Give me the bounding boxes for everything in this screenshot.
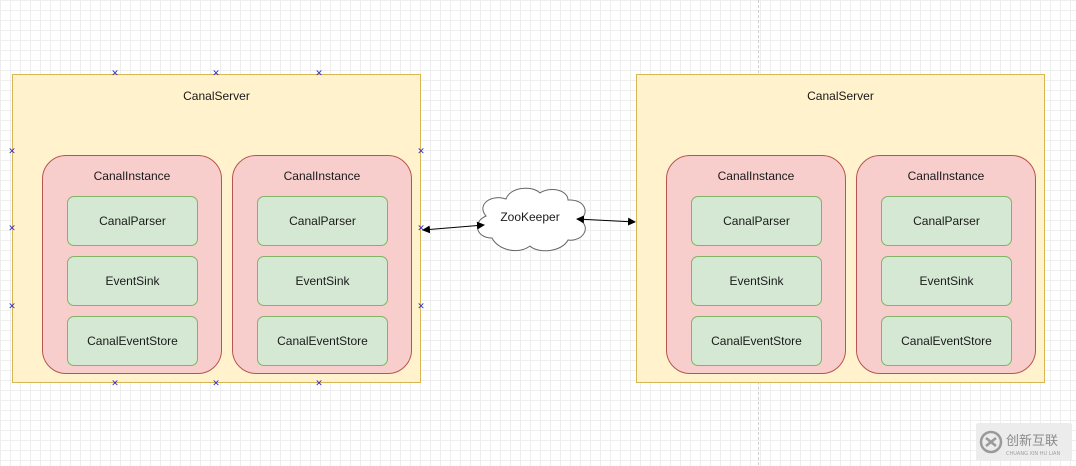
connector-left[interactable] xyxy=(422,221,485,234)
event-sink-box[interactable]: EventSink xyxy=(67,256,198,306)
x-handle-icon[interactable]: ✕ xyxy=(417,147,425,157)
event-sink-box[interactable]: EventSink xyxy=(257,256,388,306)
instance-title: CanalInstance xyxy=(907,169,985,183)
instance-title: CanalInstance xyxy=(283,169,361,183)
watermark-text: 创新互联 xyxy=(1006,433,1058,449)
x-handle-icon[interactable]: ✕ xyxy=(417,302,425,312)
canal-instance[interactable]: CanalInstance CanalParser EventSink Cana… xyxy=(42,155,222,374)
component-label: CanalParser xyxy=(723,214,790,228)
canal-instance[interactable]: CanalInstance CanalParser EventSink Cana… xyxy=(856,155,1036,374)
component-label: CanalParser xyxy=(289,214,356,228)
component-label: EventSink xyxy=(295,274,350,288)
zookeeper-cloud-icon[interactable] xyxy=(477,187,586,252)
canal-parser-box[interactable]: CanalParser xyxy=(691,196,822,246)
x-handle-icon[interactable]: ✕ xyxy=(417,224,425,234)
instance-title: CanalInstance xyxy=(717,169,795,183)
x-handle-icon[interactable]: ✕ xyxy=(315,69,323,79)
x-handle-icon[interactable]: ✕ xyxy=(315,379,323,389)
x-handle-icon[interactable]: ✕ xyxy=(212,69,220,79)
canal-event-store-box[interactable]: CanalEventStore xyxy=(881,316,1012,366)
x-handle-icon[interactable]: ✕ xyxy=(212,379,220,389)
x-handle-icon[interactable]: ✕ xyxy=(8,147,16,157)
instance-title: CanalInstance xyxy=(93,169,171,183)
server-title: CanalServer xyxy=(807,89,874,103)
event-sink-box[interactable]: EventSink xyxy=(881,256,1012,306)
component-label: CanalParser xyxy=(99,214,166,228)
zookeeper-label: ZooKeeper xyxy=(500,210,560,224)
component-label: CanalParser xyxy=(913,214,980,228)
canal-parser-box[interactable]: CanalParser xyxy=(881,196,1012,246)
canal-server-right[interactable]: CanalServer CanalInstance CanalParser Ev… xyxy=(636,74,1045,383)
canal-event-store-box[interactable]: CanalEventStore xyxy=(67,316,198,366)
server-title: CanalServer xyxy=(183,89,250,103)
canal-instance[interactable]: CanalInstance CanalParser EventSink Cana… xyxy=(232,155,412,374)
x-handle-icon[interactable]: ✕ xyxy=(8,302,16,312)
canal-event-store-box[interactable]: CanalEventStore xyxy=(257,316,388,366)
canal-parser-box[interactable]: CanalParser xyxy=(67,196,198,246)
canal-instance[interactable]: CanalInstance CanalParser EventSink Cana… xyxy=(666,155,846,374)
canal-event-store-box[interactable]: CanalEventStore xyxy=(691,316,822,366)
connector-right[interactable] xyxy=(576,215,636,226)
canal-parser-box[interactable]: CanalParser xyxy=(257,196,388,246)
component-label: EventSink xyxy=(105,274,160,288)
watermark: 创新互联 CHUANG XIN HU LIAN xyxy=(976,423,1072,461)
x-handle-icon[interactable]: ✕ xyxy=(8,224,16,234)
component-label: EventSink xyxy=(919,274,974,288)
component-label: CanalEventStore xyxy=(87,334,178,348)
x-handle-icon[interactable]: ✕ xyxy=(111,379,119,389)
chuangxin-logo-icon: 创新互联 CHUANG XIN HU LIAN xyxy=(979,430,1060,457)
component-label: CanalEventStore xyxy=(277,334,368,348)
component-label: CanalEventStore xyxy=(711,334,802,348)
x-handle-icon[interactable]: ✕ xyxy=(111,69,119,79)
component-label: EventSink xyxy=(729,274,784,288)
event-sink-box[interactable]: EventSink xyxy=(691,256,822,306)
watermark-subtext: CHUANG XIN HU LIAN xyxy=(1006,451,1060,457)
component-label: CanalEventStore xyxy=(901,334,992,348)
canal-server-left[interactable]: CanalServer CanalInstance CanalParser Ev… xyxy=(12,74,421,383)
